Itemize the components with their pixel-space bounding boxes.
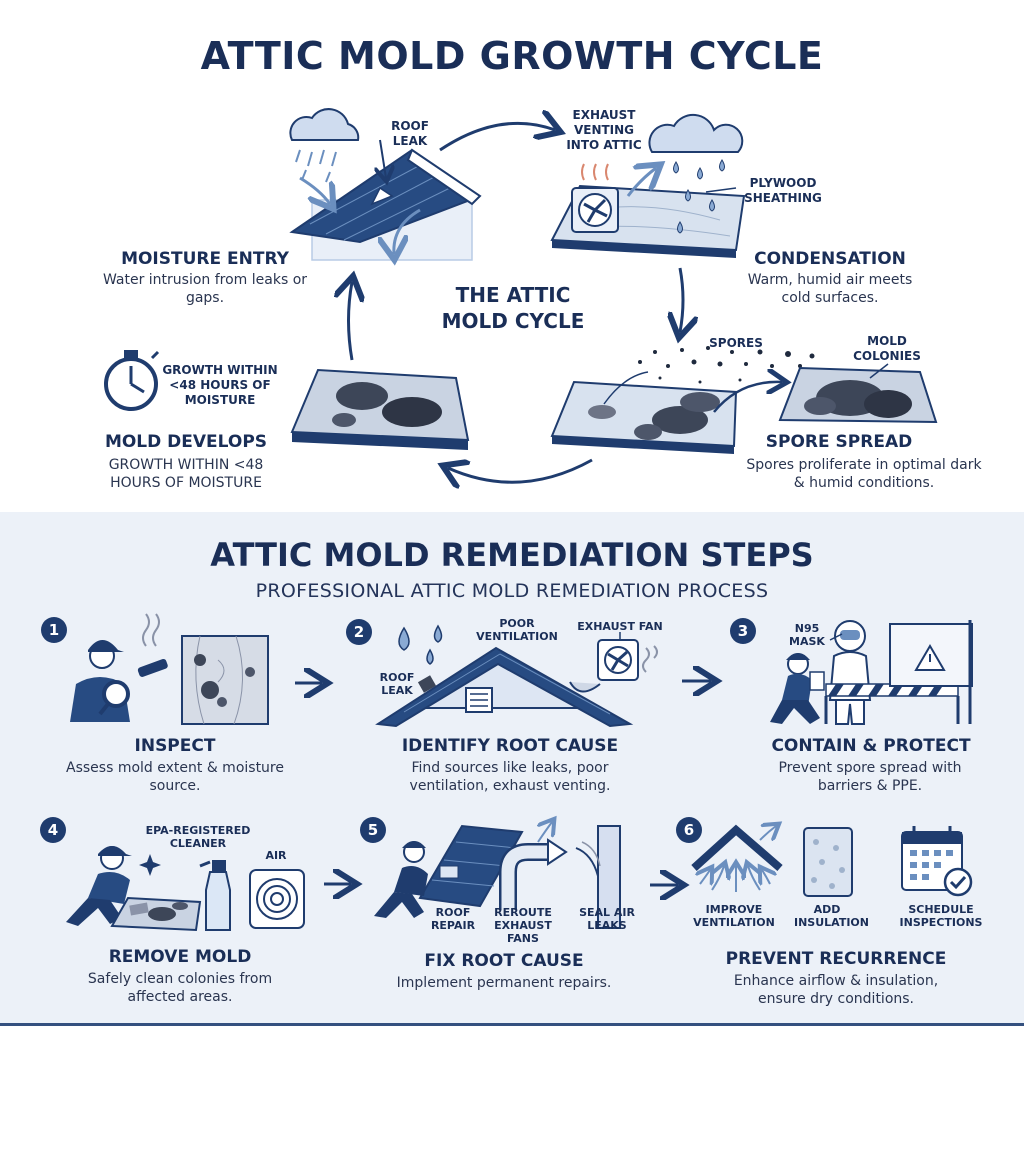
cycle-arrow-bottom (448, 460, 593, 482)
step-number-2: 2 (346, 619, 372, 645)
step-number-3: 3 (730, 618, 756, 644)
stage-mold-develops-title: MOLD DEVELOPS (104, 432, 268, 452)
cycle-title: ATTIC MOLD GROWTH CYCLE (200, 34, 824, 78)
plywood-sheathing-label: PLYWOOD SHEATHING (744, 176, 822, 205)
spore-particles-icon (638, 346, 815, 384)
condensation-cloud-icon (648, 113, 744, 234)
leaking-roof-icon (289, 139, 482, 260)
remediation-panel (0, 512, 1024, 1026)
mold-colony-board-icon (778, 366, 938, 424)
cycle-arrow-top (439, 123, 555, 152)
growth-timer-label: GROWTH WITHIN <48 HOURS OF MOISTURE (162, 363, 278, 407)
step-number-5: 5 (360, 817, 386, 843)
roof-repair-label: ROOF REPAIR (430, 906, 476, 932)
rain-cloud-icon (289, 108, 360, 183)
step-5-desc: Implement permanent repairs. (396, 975, 612, 991)
step-4-desc: Safely clean colonies from affected area… (87, 971, 273, 1005)
stage-spore-spread-title: SPORE SPREAD (765, 432, 913, 452)
step-number-6: 6 (676, 817, 702, 843)
poor-ventilation-label: POOR VENTILATION (476, 617, 558, 643)
cycle-arrow-right (680, 267, 683, 332)
step-6-desc: Enhance airflow & insulation, ensure dry… (733, 973, 939, 1007)
epa-cleaner-label: EPA-REGISTERED CLEANER (145, 824, 251, 850)
step-3-desc: Prevent spore spread with barriers & PPE… (778, 760, 962, 794)
n95-mask-label: N95 MASK (789, 622, 825, 648)
remediation-title: ATTIC MOLD REMEDIATION STEPS (210, 536, 814, 574)
cycle-arrow-left (349, 282, 353, 361)
roof-leak-step-label: ROOF LEAK (379, 671, 415, 697)
improve-ventilation-label: IMPROVE VENTILATION (693, 903, 775, 929)
add-insulation-label: ADD INSULATION (794, 903, 869, 929)
step-5-title: FIX ROOT CAUSE (424, 951, 584, 971)
stage-spore-spread-desc: Spores proliferate in optimal dark & hum… (746, 457, 982, 491)
step-number-1: 1 (41, 617, 67, 643)
stage-condensation-desc: Warm, humid air meets cold surfaces. (747, 272, 913, 306)
reroute-fans-label: REROUTE EXHAUST FANS (494, 906, 552, 945)
step-4-title: REMOVE MOLD (108, 947, 252, 967)
seal-air-leaks-label: SEAL AIR LEAKS (579, 906, 635, 932)
step-6-title: PREVENT RECURRENCE (725, 949, 947, 969)
stage-moisture-entry-desc: Water intrusion from leaks or gaps. (102, 272, 308, 306)
roof-leak-label: ROOF LEAK (391, 119, 429, 148)
stage-condensation-title: CONDENSATION (754, 249, 906, 269)
stage-mold-develops-desc: GROWTH WITHIN <48 HOURS OF MOISTURE (108, 457, 264, 491)
spore-board-icon (550, 371, 738, 454)
mold-colonies-label: MOLD COLONIES (853, 334, 921, 363)
stopwatch-icon (104, 350, 160, 411)
schedule-inspections-label: SCHEDULE INSPECTIONS (899, 903, 983, 929)
step-1-title: INSPECT (134, 736, 216, 756)
cycle-center-label: THE ATTIC MOLD CYCLE (441, 283, 585, 333)
exhaust-fan-label: EXHAUST FAN (577, 620, 663, 633)
exhaust-venting-label: EXHAUST VENTING INTO ATTIC (566, 108, 642, 152)
cycle-illustration (104, 108, 938, 512)
step-1-desc: Assess mold extent & moisture source. (66, 760, 284, 794)
stage-moisture-entry-title: MOISTURE ENTRY (121, 249, 289, 269)
air-label: AIR (265, 849, 287, 862)
moldy-board-icon (290, 368, 470, 450)
step-2-desc: Find sources like leaks, poor ventilatio… (409, 760, 611, 794)
exhaust-fan-icon (571, 164, 656, 233)
step-3-title: CONTAIN & PROTECT (771, 736, 971, 756)
step-2-title: IDENTIFY ROOT CAUSE (401, 736, 619, 756)
remediation-subtitle: PROFESSIONAL ATTIC MOLD REMEDIATION PROC… (255, 580, 769, 602)
spores-label: SPORES (709, 336, 763, 350)
step-number-4: 4 (40, 817, 66, 843)
